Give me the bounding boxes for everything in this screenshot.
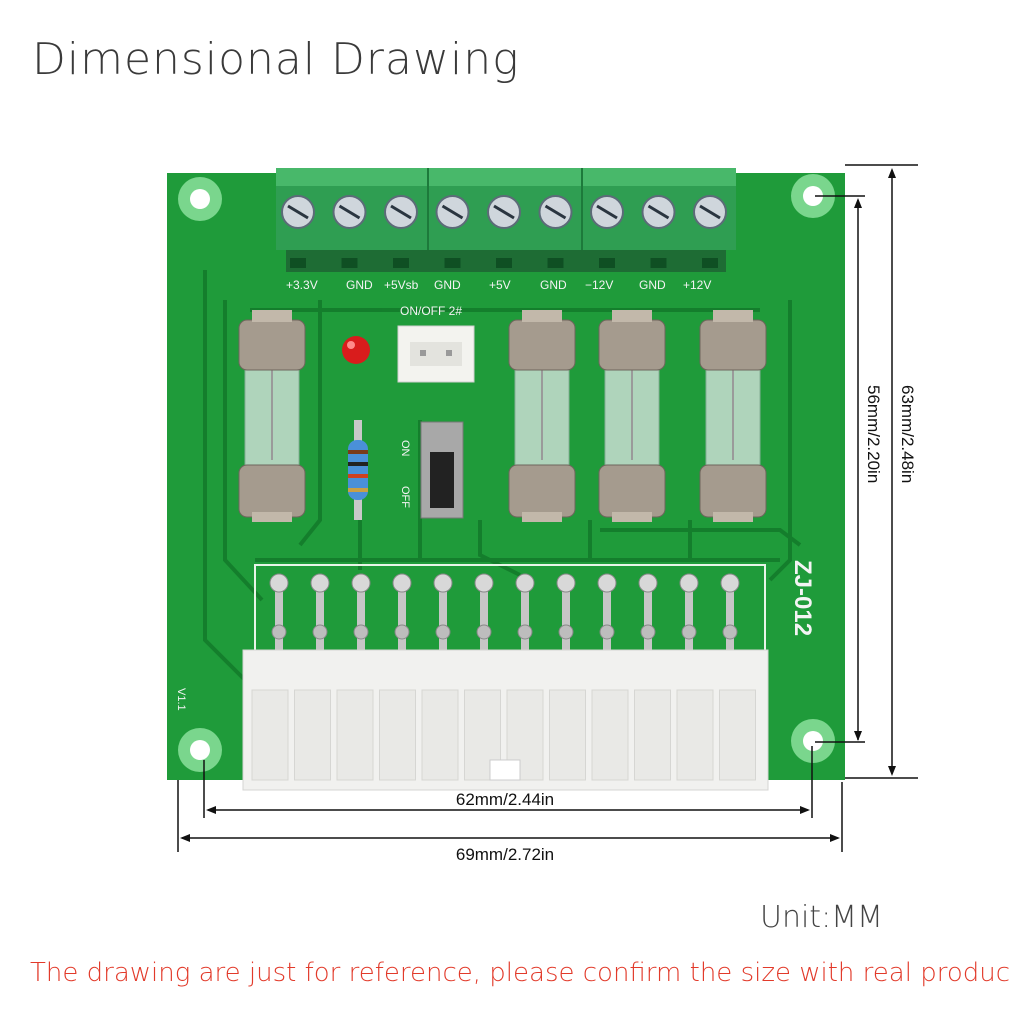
wire-slot bbox=[341, 258, 358, 268]
atx-pin bbox=[269, 573, 289, 652]
atx-pin bbox=[392, 573, 412, 652]
terminal-label: −12V bbox=[585, 278, 613, 292]
atx-pin bbox=[638, 573, 658, 652]
resistor bbox=[348, 420, 368, 520]
screw-icon bbox=[590, 195, 624, 229]
page-title: Dimensional Drawing bbox=[32, 34, 520, 85]
red-led bbox=[342, 336, 370, 364]
connector-cell bbox=[719, 689, 756, 781]
dimension-lines bbox=[177, 164, 918, 852]
fuse-icon bbox=[699, 310, 767, 522]
width-inner-label: 62mm/2.44in bbox=[456, 790, 554, 809]
fuses bbox=[238, 310, 767, 522]
switch-off-label: OFF bbox=[399, 486, 411, 508]
dimension-arrows bbox=[180, 168, 896, 842]
fuse-icon bbox=[598, 310, 666, 522]
terminal-labels: +3.3V GND +5Vsb GND +5V GND −12V GND +12… bbox=[286, 278, 711, 292]
wire-slot bbox=[444, 258, 461, 268]
board-version-label: V1.1 bbox=[175, 688, 187, 711]
wire-slot bbox=[393, 258, 409, 268]
screw-icon bbox=[693, 195, 727, 229]
switch-on-label: ON bbox=[399, 440, 411, 457]
screw-icon bbox=[384, 195, 418, 229]
atx-pin bbox=[310, 573, 330, 652]
terminal-label: +3.3V bbox=[286, 278, 318, 292]
screw-icon bbox=[487, 195, 521, 229]
connector-cell bbox=[549, 689, 586, 781]
wire-slot bbox=[702, 258, 718, 268]
wire-slot bbox=[599, 258, 615, 268]
screw-icon bbox=[332, 195, 367, 229]
connector-cell bbox=[251, 689, 289, 781]
unit-label: Unit:MM bbox=[760, 900, 883, 935]
terminal-label: GND bbox=[434, 278, 461, 292]
terminal-label: GND bbox=[346, 278, 373, 292]
connector-cell bbox=[676, 689, 714, 781]
terminal-label: GND bbox=[540, 278, 567, 292]
screw-icon bbox=[538, 195, 573, 229]
switch-header bbox=[397, 325, 475, 383]
atx-pin bbox=[351, 573, 371, 652]
height-outer-label: 63mm/2.48in bbox=[898, 385, 917, 483]
wire-slot bbox=[547, 258, 564, 268]
connector-cell bbox=[379, 689, 416, 781]
atx-pin bbox=[433, 573, 453, 652]
screw-icon bbox=[641, 195, 676, 229]
screw-icon bbox=[435, 195, 470, 229]
atx-pin bbox=[720, 573, 740, 652]
terminal-label: +5V bbox=[489, 278, 511, 292]
atx-pins bbox=[269, 573, 740, 652]
disclaimer-text: The drawing are just for reference, plea… bbox=[30, 958, 1010, 988]
slide-switch bbox=[420, 421, 464, 519]
atx-connector bbox=[242, 649, 769, 791]
connector-cell bbox=[591, 689, 629, 781]
connector-cell bbox=[336, 689, 374, 781]
atx-pin bbox=[556, 573, 576, 652]
fuse-icon bbox=[238, 310, 306, 522]
connector-cell bbox=[294, 689, 331, 781]
terminal-label: GND bbox=[639, 278, 666, 292]
fuse-icon bbox=[508, 310, 576, 522]
terminal-label: +5Vsb bbox=[384, 278, 419, 292]
wire-slot bbox=[650, 258, 667, 268]
connector-cell bbox=[421, 689, 459, 781]
connector-cell bbox=[634, 689, 671, 781]
mounting-holes bbox=[178, 174, 835, 772]
atx-pin bbox=[679, 573, 699, 652]
screw-icon bbox=[281, 195, 315, 229]
height-inner-label: 56mm/2.20in bbox=[864, 385, 883, 483]
atx-pin bbox=[597, 573, 617, 652]
width-outer-label: 69mm/2.72in bbox=[456, 845, 554, 864]
switch-header-label: ON/OFF 2# bbox=[400, 304, 462, 318]
atx-pin bbox=[474, 573, 494, 652]
board-model-label: ZJ-012 bbox=[789, 560, 816, 636]
terminal-label: +12V bbox=[683, 278, 711, 292]
wire-slot bbox=[496, 258, 512, 268]
atx-pin bbox=[515, 573, 535, 652]
terminal-screws bbox=[281, 195, 727, 268]
wire-slot bbox=[290, 258, 306, 268]
pcb-traces bbox=[203, 270, 802, 682]
